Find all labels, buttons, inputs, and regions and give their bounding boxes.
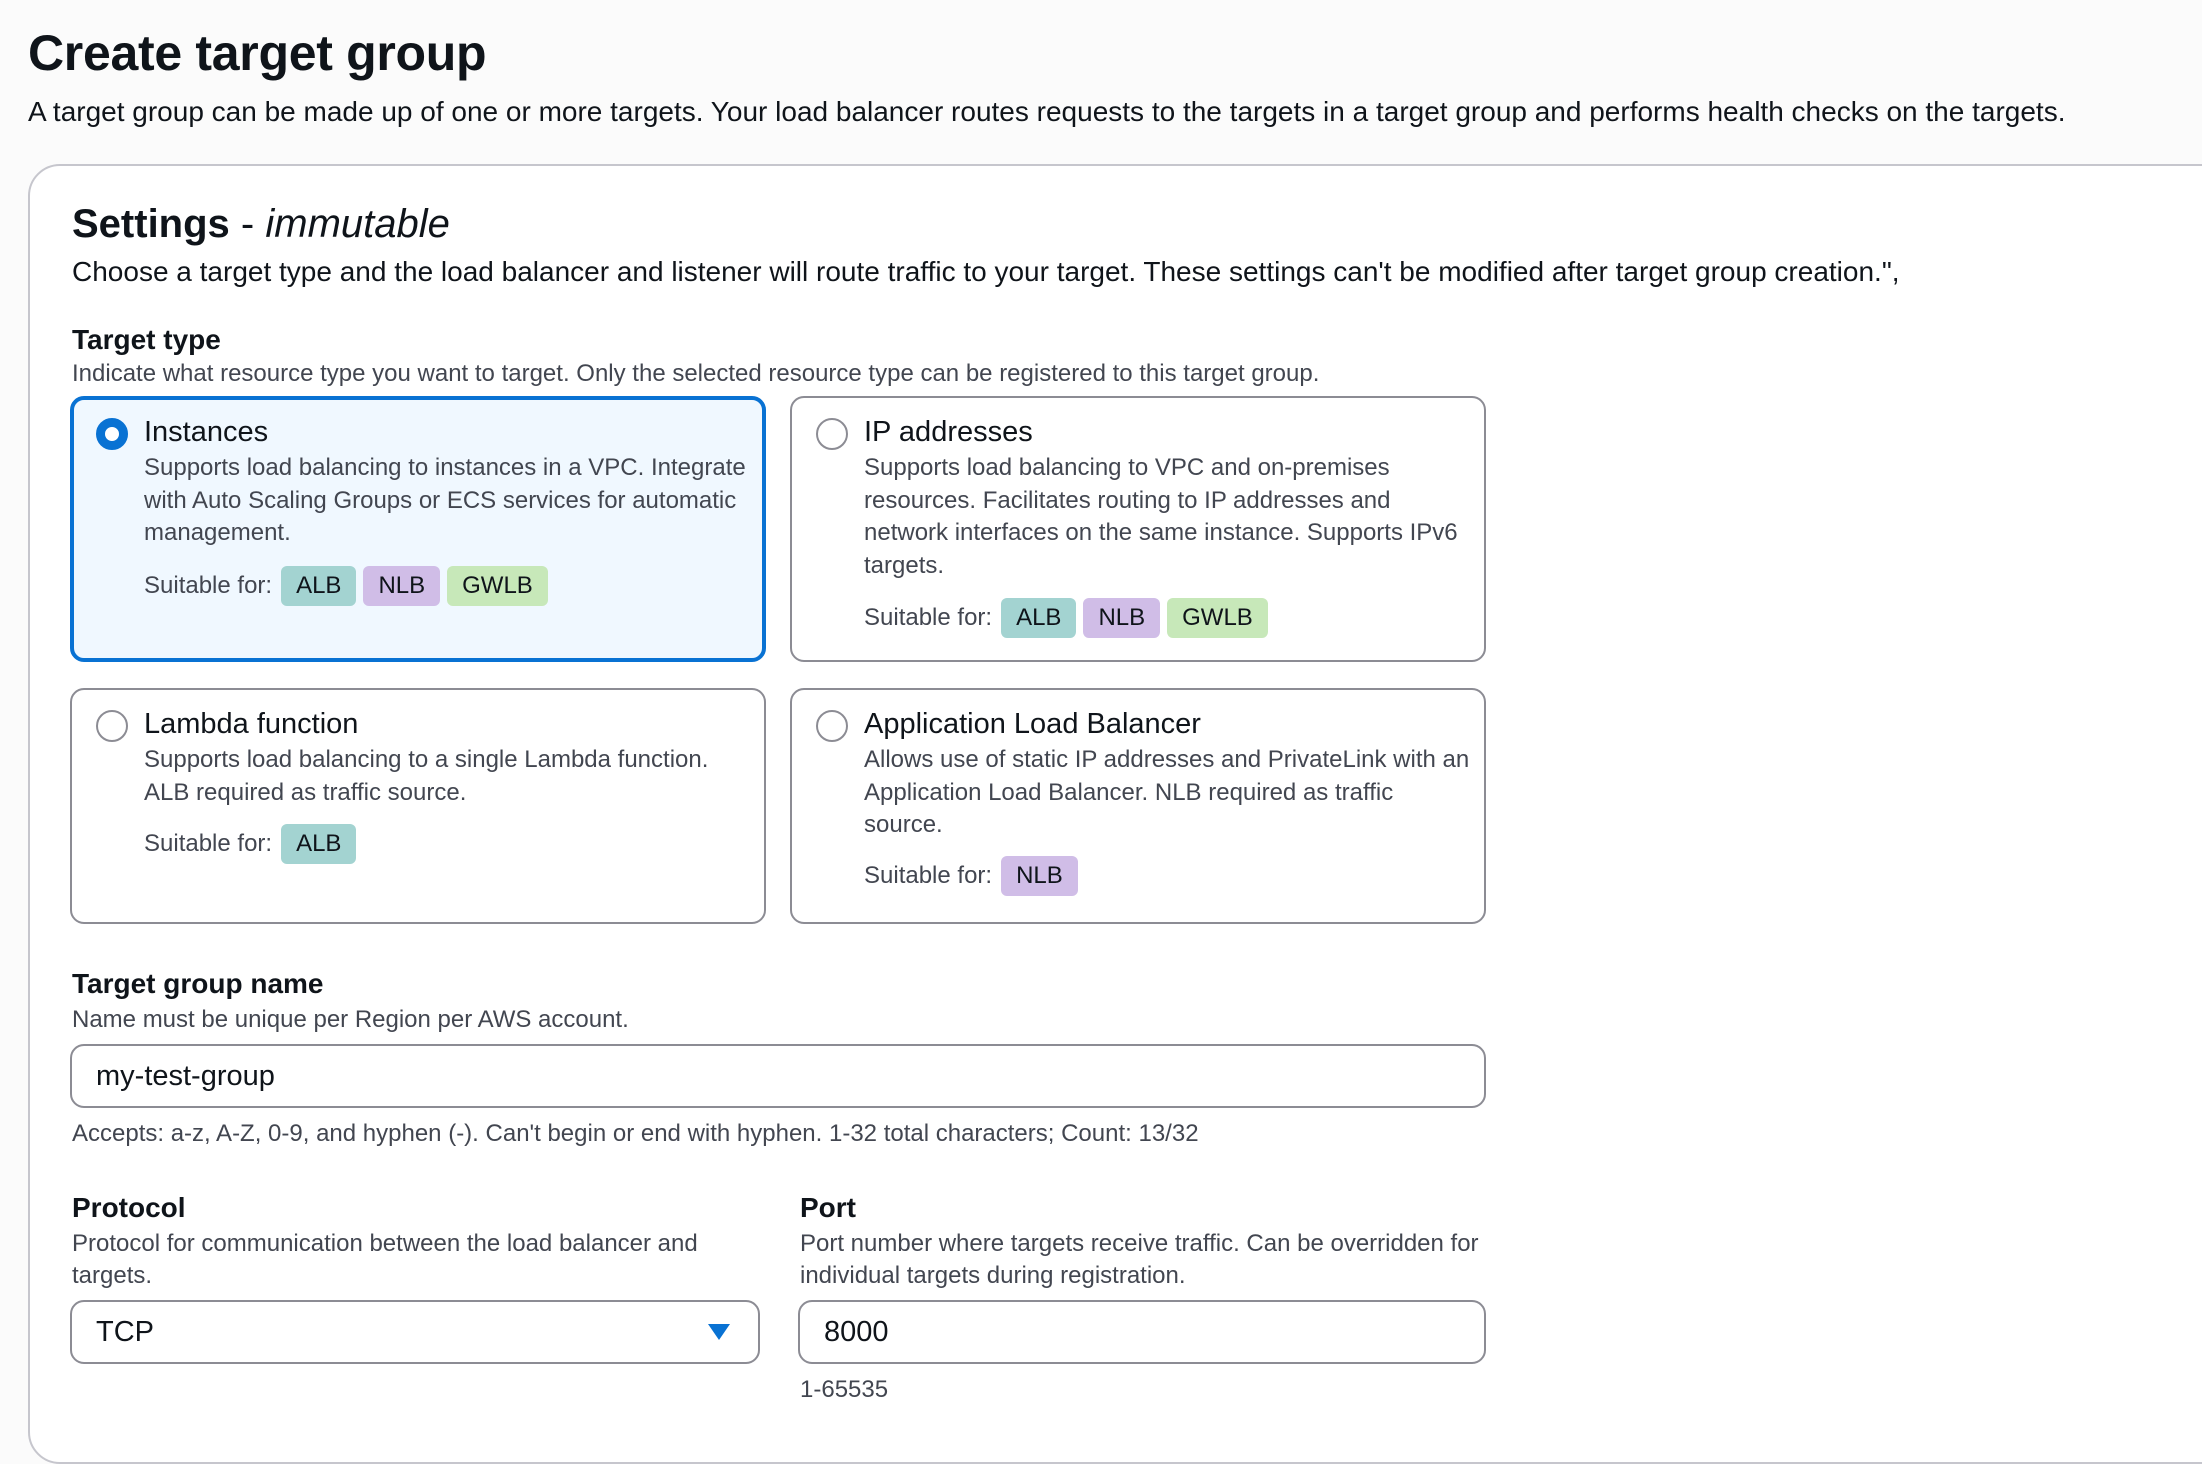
target-type-option-ip-addresses[interactable]: IP addresses Supports load balancing to … <box>790 396 1486 662</box>
port-description: Port number where targets receive traffi… <box>800 1230 1479 1289</box>
ip-addresses-description: Supports load balancing to VPC and on-pr… <box>864 454 1458 579</box>
instances-suitable-for: Suitable for: ALB NLB GWLB <box>144 566 548 606</box>
port-input[interactable]: 8000 <box>798 1300 1486 1364</box>
application-load-balancer-title: Application Load Balancer <box>864 708 1201 740</box>
settings-description: Choose a target type and the load balanc… <box>72 256 1900 287</box>
target-type-option-lambda-function[interactable]: Lambda function Supports load balancing … <box>70 688 766 924</box>
lambda-function-description: Supports load balancing to a single Lamb… <box>144 746 709 806</box>
lambda-function-suitable-for: Suitable for: ALB <box>144 824 357 864</box>
instances-description: Supports load balancing to instances in … <box>144 454 746 546</box>
target-type-option-instances[interactable]: Instances Supports load balancing to ins… <box>70 396 766 662</box>
suitable-for-label: Suitable for: <box>144 572 273 599</box>
protocol-select[interactable]: TCP <box>70 1300 760 1364</box>
target-group-name-input[interactable]: my-test-group <box>70 1044 1486 1108</box>
caret-down-icon <box>708 1324 730 1340</box>
application-load-balancer-description: Allows use of static IP addresses and Pr… <box>864 746 1470 838</box>
protocol-label: Protocol <box>72 1192 186 1223</box>
ip-addresses-radio[interactable] <box>816 418 848 450</box>
badge-alb: ALB <box>281 824 357 864</box>
badge-gwlb: GWLB <box>447 566 548 606</box>
port-label: Port <box>800 1192 856 1223</box>
target-type-label: Target type <box>72 324 221 355</box>
application-load-balancer-radio[interactable] <box>816 710 848 742</box>
ip-addresses-suitable-for: Suitable for: ALB NLB GWLB <box>864 598 1268 638</box>
badge-alb: ALB <box>281 566 357 606</box>
settings-panel: Settings - immutable Choose a target typ… <box>28 164 2202 1464</box>
suitable-for-label: Suitable for: <box>864 862 993 889</box>
lambda-function-radio[interactable] <box>96 710 128 742</box>
badge-alb: ALB <box>1001 598 1077 638</box>
page-description: A target group can be made up of one or … <box>28 96 2066 127</box>
settings-title: Settings - immutable <box>72 202 450 247</box>
badge-nlb: NLB <box>1083 598 1161 638</box>
target-group-name-constraint: Accepts: a-z, A-Z, 0-9, and hyphen (-). … <box>72 1120 1199 1147</box>
protocol-description: Protocol for communication between the l… <box>72 1230 698 1289</box>
badge-nlb: NLB <box>363 566 441 606</box>
badge-nlb: NLB <box>1001 856 1078 896</box>
application-load-balancer-suitable-for: Suitable for: NLB <box>864 856 1078 896</box>
target-type-description: Indicate what resource type you want to … <box>72 360 1320 387</box>
settings-title-separator: - <box>240 202 255 246</box>
instances-title: Instances <box>144 416 269 448</box>
port-constraint: 1-65535 <box>800 1376 889 1403</box>
ip-addresses-title: IP addresses <box>864 416 1033 448</box>
settings-title-text: Settings <box>72 202 230 246</box>
target-group-name-description: Name must be unique per Region per AWS a… <box>72 1006 629 1033</box>
page-title: Create target group <box>28 25 487 81</box>
protocol-selected-value: TCP <box>96 1316 154 1348</box>
suitable-for-label: Suitable for: <box>864 604 993 631</box>
lambda-function-title: Lambda function <box>144 708 359 740</box>
instances-radio[interactable] <box>96 418 128 450</box>
target-type-option-application-load-balancer[interactable]: Application Load Balancer Allows use of … <box>790 688 1486 924</box>
suitable-for-label: Suitable for: <box>144 830 273 857</box>
target-group-name-label: Target group name <box>72 968 324 999</box>
settings-title-suffix: immutable <box>265 202 450 246</box>
badge-gwlb: GWLB <box>1167 598 1268 638</box>
